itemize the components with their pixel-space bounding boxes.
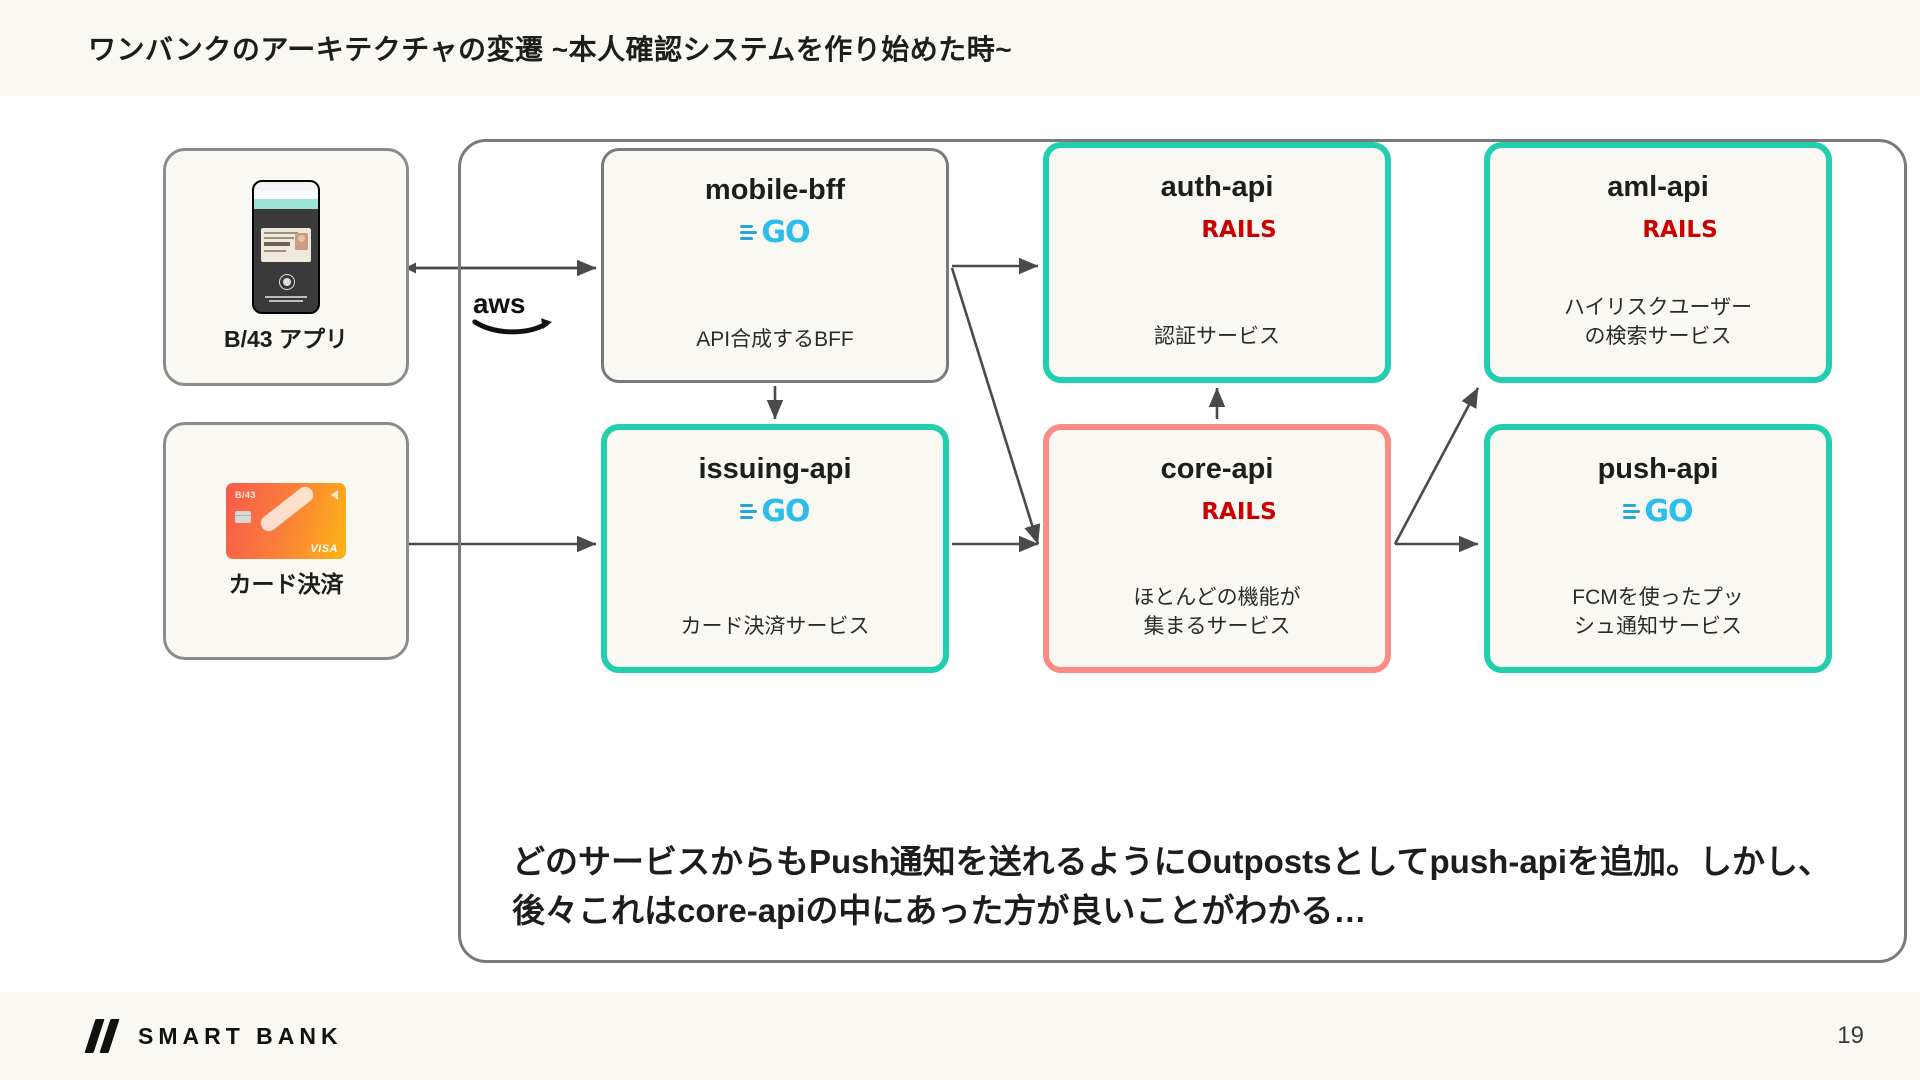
service-title: issuing-api	[698, 453, 852, 485]
service-box-aml-api[interactable]: aml-api RAILS ハイリスクユーザー の検索サービス	[1484, 142, 1832, 383]
service-box-core-api[interactable]: core-api RAILS ほとんどの機能が 集まるサービス	[1043, 424, 1391, 673]
service-description-line: の検索サービス	[1584, 324, 1732, 348]
source-card-label: カード決済	[228, 571, 344, 597]
diagram-canvas: B/43 アプリ B/43 VISA カード決済 aws mobile-bff …	[0, 96, 1920, 992]
service-title: push-api	[1597, 453, 1719, 485]
service-box-mobile-bff[interactable]: mobile-bff GO API合成するBFF	[601, 148, 949, 383]
source-card-card-payment[interactable]: B/43 VISA カード決済	[163, 422, 409, 660]
service-description: API合成するBFF	[696, 327, 854, 351]
service-description-line: シュ通知サービス	[1574, 614, 1742, 638]
service-description-line: FCMを使ったプッ	[1572, 586, 1744, 610]
page-number: 19	[1837, 1022, 1864, 1049]
service-description: ハイリスクユーザー の検索サービス	[1554, 294, 1762, 351]
go-logo-icon: GO	[740, 215, 811, 251]
service-description: カード決済サービス	[680, 614, 870, 638]
go-logo-icon: GO	[1623, 494, 1694, 530]
service-box-push-api[interactable]: push-api GO FCMを使ったプッ シュ通知サービス	[1484, 424, 1832, 673]
service-description-line: ハイリスクユーザー	[1563, 296, 1753, 320]
service-title: core-api	[1160, 453, 1274, 485]
service-title: aml-api	[1607, 171, 1709, 203]
service-description: 認証サービス	[1154, 324, 1280, 348]
rails-logo-icon: RAILS	[1157, 212, 1276, 248]
service-box-issuing-api[interactable]: issuing-api GO カード決済サービス	[601, 424, 949, 673]
service-description: ほとんどの機能が 集まるサービス	[1123, 584, 1310, 641]
svg-text:aws: aws	[473, 288, 526, 319]
source-card-label: B/43 アプリ	[224, 326, 348, 352]
go-logo-icon: GO	[740, 494, 811, 530]
phone-id-verification-screenshot-icon	[252, 180, 320, 314]
service-description: FCMを使ったプッ シュ通知サービス	[1562, 584, 1754, 641]
service-box-auth-api[interactable]: auth-api RAILS 認証サービス	[1043, 142, 1391, 383]
aws-logo-icon: aws	[472, 288, 552, 335]
brand-name: SMART BANK	[138, 1022, 343, 1049]
rails-logo-icon: RAILS	[1157, 494, 1276, 530]
smartbank-logo-icon	[84, 1019, 122, 1053]
service-description-line: 集まるサービス	[1143, 614, 1291, 638]
service-description-line: ほとんどの機能が	[1133, 586, 1301, 610]
slide-caption: どのサービスからもPush通知を送れるようにOutpostsとしてpush-ap…	[512, 843, 1832, 929]
page-title: ワンバンクのアーキテクチャの変遷 ~本人確認システムを作り始めた時~	[88, 34, 1013, 65]
service-title: mobile-bff	[704, 174, 846, 206]
b43-visa-card-icon: B/43 VISA	[226, 483, 346, 559]
service-title: auth-api	[1160, 171, 1274, 203]
slide-header: ワンバンクのアーキテクチャの変遷 ~本人確認システムを作り始めた時~	[0, 0, 1920, 96]
connector-arrows	[405, 257, 1480, 553]
source-card-b43-app[interactable]: B/43 アプリ	[163, 148, 409, 386]
smartbank-brand: SMART BANK	[84, 1019, 343, 1053]
aws-boundary-container	[458, 139, 1907, 963]
slide-footer: SMART BANK 19	[0, 992, 1920, 1080]
rails-logo-icon: RAILS	[1598, 212, 1717, 248]
